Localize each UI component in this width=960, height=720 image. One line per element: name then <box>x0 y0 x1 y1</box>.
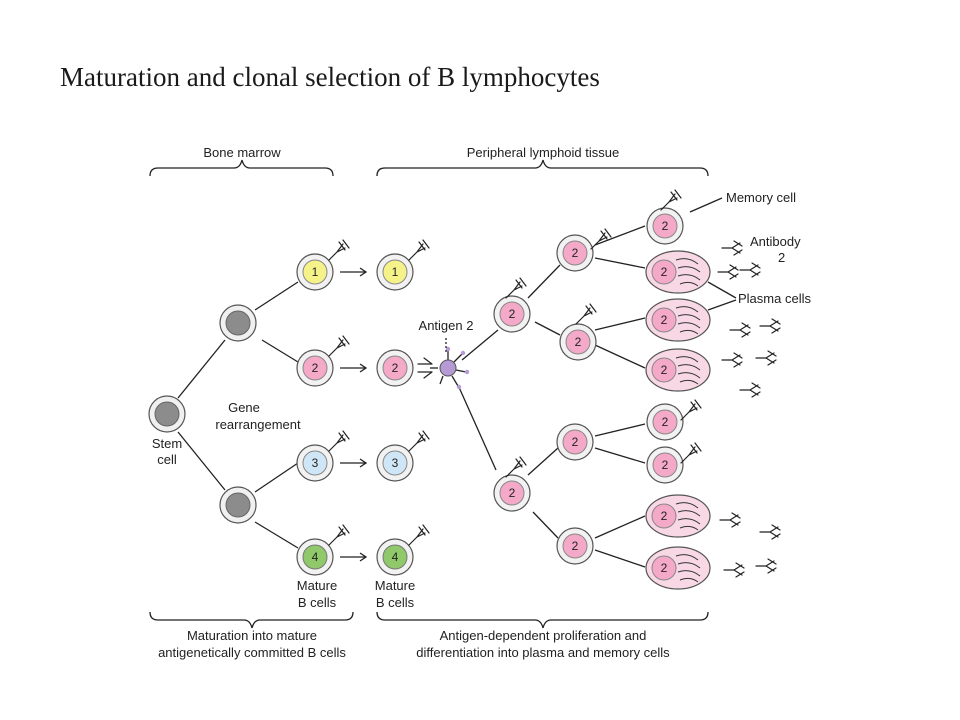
svg-text:2: 2 <box>572 435 579 449</box>
antigen-icon <box>417 346 470 390</box>
clone-cell-2a: 2 <box>296 335 350 387</box>
plasma-cell-4: 2 <box>645 494 711 538</box>
daughter-cell-4: 2 <box>556 527 594 565</box>
svg-text:2: 2 <box>662 458 669 472</box>
label-peripheral: Peripheral lymphoid tissue <box>467 145 619 160</box>
page-title: Maturation and clonal selection of B lym… <box>60 62 600 92</box>
svg-text:4: 4 <box>312 550 319 564</box>
progenitor-cell-lower <box>219 486 257 524</box>
label-proliferation-1: Antigen-dependent proliferation and <box>440 628 647 643</box>
label-plasma-cells: Plasma cells <box>738 291 811 306</box>
label-gene: Gene <box>228 400 260 415</box>
svg-text:2: 2 <box>661 265 668 279</box>
label-bcells-a: B cells <box>298 595 337 610</box>
svg-text:2: 2 <box>392 361 399 375</box>
label-rearrangement: rearrangement <box>215 417 301 432</box>
daughter-cell-3: 2 <box>556 423 594 461</box>
svg-text:3: 3 <box>392 456 399 470</box>
clone-cell-4a: 4 <box>296 524 350 576</box>
label-mature-a: Mature <box>297 578 337 593</box>
memory-cell: 2 <box>646 189 684 245</box>
clone-cell-1b: 1 <box>376 239 430 291</box>
svg-text:4: 4 <box>392 550 399 564</box>
brace-maturation <box>149 611 354 629</box>
activated-cell-upper: 2 <box>493 277 531 333</box>
daughter-cell-2: 2 <box>559 303 597 361</box>
brace-proliferation <box>376 611 709 629</box>
svg-text:2: 2 <box>661 561 668 575</box>
label-antibody-number: 2 <box>778 250 785 265</box>
brace-bone-marrow <box>149 159 334 177</box>
label-maturation-2: antigenetically committed B cells <box>158 645 346 660</box>
clone-cell-3b: 3 <box>376 430 430 482</box>
daughter-cell-1: 2 <box>556 228 612 272</box>
svg-text:2: 2 <box>572 539 579 553</box>
activated-cell-lower: 2 <box>493 456 531 512</box>
svg-text:2: 2 <box>661 313 668 327</box>
memory-cell-lower-1: 2 <box>646 399 702 441</box>
branch-lines <box>177 197 737 568</box>
svg-text:2: 2 <box>661 363 668 377</box>
svg-text:2: 2 <box>575 335 582 349</box>
clone-cell-2b: 2 <box>376 349 414 387</box>
svg-text:2: 2 <box>662 219 669 233</box>
svg-text:1: 1 <box>312 265 319 279</box>
label-stem-cell: cell <box>157 452 177 467</box>
svg-text:3: 3 <box>312 456 319 470</box>
svg-text:2: 2 <box>312 361 319 375</box>
svg-text:1: 1 <box>392 265 399 279</box>
label-maturation-1: Maturation into mature <box>187 628 317 643</box>
svg-text:2: 2 <box>509 486 516 500</box>
stem-cell <box>148 395 186 433</box>
label-memory-cell: Memory cell <box>726 190 796 205</box>
clone-cell-1a: 1 <box>296 239 350 291</box>
label-antigen: Antigen 2 <box>419 318 474 333</box>
memory-cell-lower-2: 2 <box>646 442 702 484</box>
svg-text:2: 2 <box>662 415 669 429</box>
clone-cell-3a: 3 <box>296 430 350 482</box>
label-proliferation-2: differentiation into plasma and memory c… <box>416 645 670 660</box>
plasma-cell-3: 2 <box>645 348 711 392</box>
label-mature-b: Mature <box>375 578 415 593</box>
progenitor-cell-upper <box>219 304 257 342</box>
svg-text:2: 2 <box>572 246 579 260</box>
label-bone-marrow: Bone marrow <box>203 145 281 160</box>
clone-cell-4b: 4 <box>376 524 430 576</box>
svg-text:2: 2 <box>509 307 516 321</box>
plasma-cell-5: 2 <box>645 546 711 590</box>
label-stem: Stem <box>152 436 182 451</box>
label-bcells-b: B cells <box>376 595 415 610</box>
label-antibody: Antibody <box>750 234 801 249</box>
brace-peripheral <box>376 159 709 177</box>
plasma-cell-2: 2 <box>645 298 711 342</box>
svg-text:2: 2 <box>661 509 668 523</box>
plasma-cell-1: 2 <box>645 250 711 294</box>
